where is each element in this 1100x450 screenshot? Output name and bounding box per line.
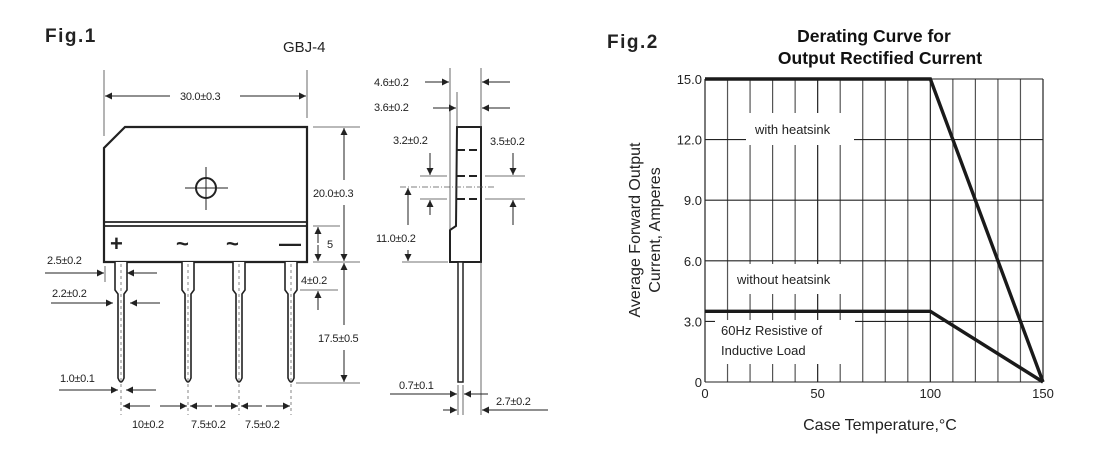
y-tick-label: 0 (695, 375, 702, 390)
x-axis-label: Case Temperature,°C (803, 417, 957, 434)
dim-hole-dia: 3.5±0.2 (490, 136, 525, 148)
dim-body-width: 30.0±0.3 (180, 91, 221, 103)
mounting-hole-icon (185, 167, 228, 210)
leads (114, 262, 298, 415)
y-tick-label: 3.0 (684, 314, 702, 329)
dim-pitch-3: 7.5±0.2 (245, 419, 280, 431)
lead-4 (284, 262, 298, 383)
chart-ticks: 0 50 100 150 0 3.0 6.0 9.0 12.0 15.0 (677, 72, 1054, 401)
lead-3 (232, 262, 246, 383)
dim-pitch-1: 10±0.2 (132, 419, 164, 431)
dim-hole-to-bottom: 11.0±0.2 (376, 233, 416, 245)
dim-lead-shoulder-length: 4±0.2 (301, 275, 327, 287)
chart-title-line2: Output Rectified Current (778, 48, 982, 68)
lead-2 (181, 262, 195, 383)
y-axis-label-line1: Average Forward Output (627, 142, 644, 317)
annotation-without-heatsink: without heatsink (736, 272, 831, 287)
fig1-package-drawing: Fig.1 GBJ-4 + ~ ~ — 30.0±0.3 20.0±0.3 (45, 26, 548, 431)
terminal-ac1: ~ (176, 231, 189, 256)
package-body (102, 125, 309, 264)
dim-side-lead-thickness: 0.7±0.1 (399, 380, 434, 392)
dim-body-height: 20.0±0.3 (313, 188, 354, 200)
annotation-bg (746, 113, 854, 145)
x-tick-label: 50 (810, 386, 824, 401)
dim-lead-length: 17.5±0.5 (318, 333, 359, 345)
dim-pitch-2: 7.5±0.2 (191, 419, 226, 431)
annotation-load-line2: Inductive Load (721, 343, 806, 358)
lead-1 (114, 262, 128, 383)
terminal-ac2: ~ (226, 231, 239, 256)
dim-lead-tip: 1.0±0.1 (60, 373, 95, 385)
x-tick-label: 150 (1032, 386, 1054, 401)
terminal-plus: + (110, 231, 123, 256)
dim-side-body: 3.6±0.2 (374, 102, 409, 114)
chart-series (704, 77, 1045, 384)
y-tick-label: 9.0 (684, 193, 702, 208)
side-view (400, 68, 495, 415)
annotation-load-line1: 60Hz Resistive of (721, 323, 823, 338)
dim-hole-top: 3.2±0.2 (393, 135, 428, 147)
annotation-bg (715, 320, 855, 364)
chart-title-line1: Derating Curve for (797, 26, 951, 46)
y-tick-label: 15.0 (677, 72, 702, 87)
dim-side-lead-offset: 2.7±0.2 (496, 396, 531, 408)
annotation-with-heatsink: with heatsink (754, 122, 831, 137)
x-tick-label: 0 (701, 386, 708, 401)
y-tick-label: 6.0 (684, 254, 702, 269)
dim-lead-shoulder-width: 2.5±0.2 (47, 255, 82, 267)
package-name: GBJ-4 (283, 39, 326, 56)
y-axis-label-line2: Current, Amperes (647, 167, 664, 292)
dim-lead-width: 2.2±0.2 (52, 288, 87, 300)
annotation-bg (729, 264, 857, 294)
dim-terminal-band: 5 (327, 239, 333, 251)
fig2-derating-chart: Fig.2 Derating Curve for Output Rectifie… (607, 26, 1054, 434)
fig1-label: Fig.1 (45, 26, 97, 47)
fig2-label: Fig.2 (607, 32, 659, 53)
dim-side-thickness: 4.6±0.2 (374, 77, 409, 89)
x-tick-label: 100 (919, 386, 941, 401)
terminal-minus: — (279, 231, 301, 256)
y-tick-label: 12.0 (677, 133, 702, 148)
